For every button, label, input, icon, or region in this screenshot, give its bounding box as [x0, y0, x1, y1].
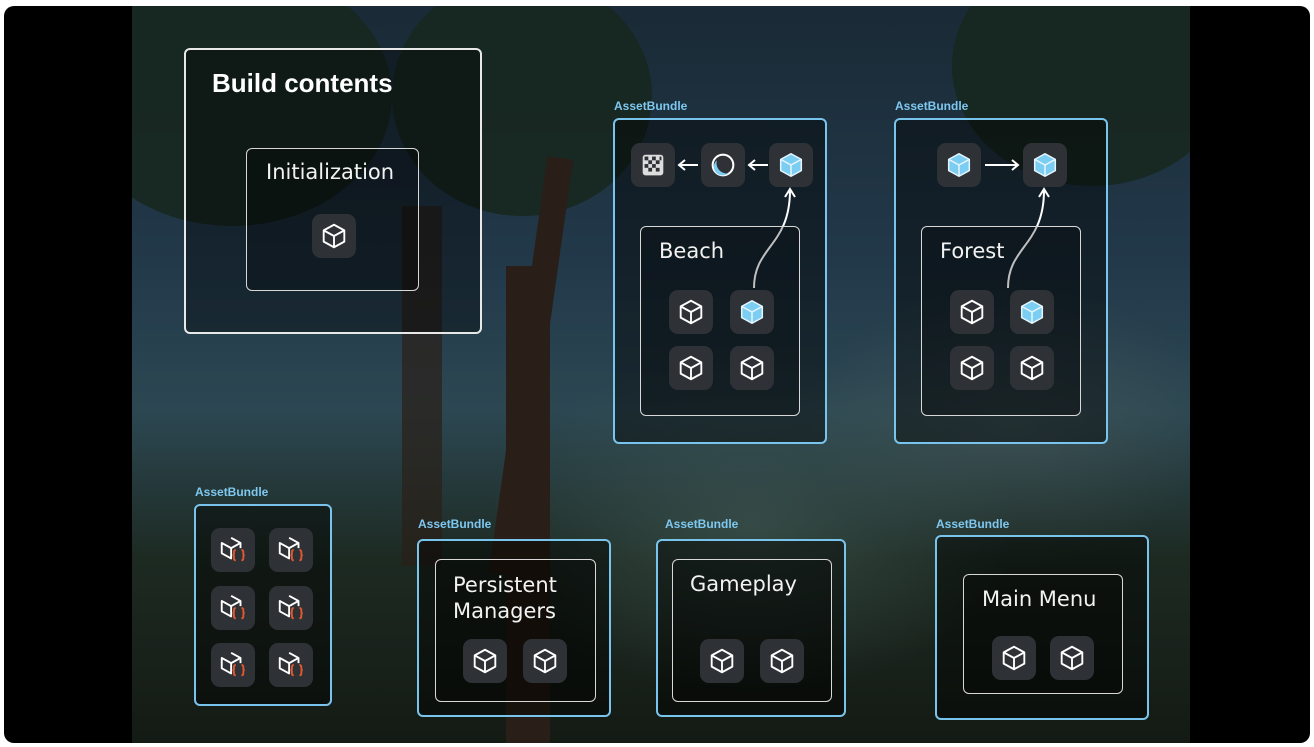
cube-script-icon [269, 586, 313, 630]
build-contents-title: Build contents [212, 68, 393, 98]
bundle-box-persistent [417, 539, 611, 717]
bundle-label-forest: AssetBundle [895, 99, 969, 113]
arrow-prefab-to-material [747, 159, 768, 171]
bundle-label-persistent: AssetBundle [418, 517, 492, 531]
cube-icon [463, 639, 507, 683]
beach-label: Beach [659, 239, 725, 263]
cube-script-icon [269, 643, 313, 687]
blue-cube-icon [1010, 290, 1054, 334]
cube-script-icon [211, 528, 255, 572]
bundle-label-beach: AssetBundle [614, 99, 688, 113]
arrow-forest-scene-to-prefab [1007, 187, 1050, 289]
persistent-group-box [435, 559, 596, 702]
cube-icon [950, 290, 994, 334]
cube-script-icon [211, 643, 255, 687]
cube-icon [700, 639, 744, 683]
cube-icon [669, 346, 713, 390]
blue-cube-icon [1023, 143, 1067, 187]
bundle-box-gameplay [656, 539, 846, 717]
bundle-box-main-menu [935, 535, 1149, 720]
cube-icon [669, 290, 713, 334]
cube-icon [730, 346, 774, 390]
main-menu-group-box [963, 574, 1123, 694]
initialization-label: Initialization [266, 160, 395, 184]
bundle-label-main-menu: AssetBundle [936, 517, 1010, 531]
gameplay-group-box [672, 559, 832, 702]
checker-texture-icon [631, 143, 675, 187]
main-menu-label: Main Menu [982, 587, 1097, 611]
bundle-label-scripts: AssetBundle [195, 485, 269, 499]
cube-icon [950, 346, 994, 390]
blue-cube-icon [769, 143, 813, 187]
bundle-label-gameplay: AssetBundle [665, 517, 739, 531]
cube-icon [523, 639, 567, 683]
gameplay-label: Gameplay [690, 572, 797, 596]
arrow-prefab-to-prefab [985, 159, 1020, 171]
cube-script-icon [211, 586, 255, 630]
build-contents-box [184, 48, 482, 334]
arrow-beach-scene-to-prefab [753, 187, 796, 289]
bundle-box-forest [894, 118, 1108, 444]
cube-icon [312, 214, 356, 258]
persistent-label: Persistent Managers [453, 573, 557, 623]
blue-cube-icon [937, 143, 981, 187]
blue-cube-icon [730, 290, 774, 334]
cube-icon [1010, 346, 1054, 390]
background-trunk-3 [402, 206, 442, 566]
forest-label: Forest [940, 239, 1005, 263]
cube-script-icon [269, 528, 313, 572]
cube-icon [992, 636, 1036, 680]
video-frame: Build contents Initialization AssetBundl… [4, 6, 1310, 743]
background-tree-center [392, 6, 652, 216]
sphere-material-icon [701, 143, 745, 187]
arrow-material-to-texture [677, 159, 698, 171]
diagram-scene: Build contents Initialization AssetBundl… [132, 6, 1190, 743]
cube-icon [1050, 636, 1094, 680]
cube-icon [760, 639, 804, 683]
forest-group-box [921, 226, 1081, 416]
